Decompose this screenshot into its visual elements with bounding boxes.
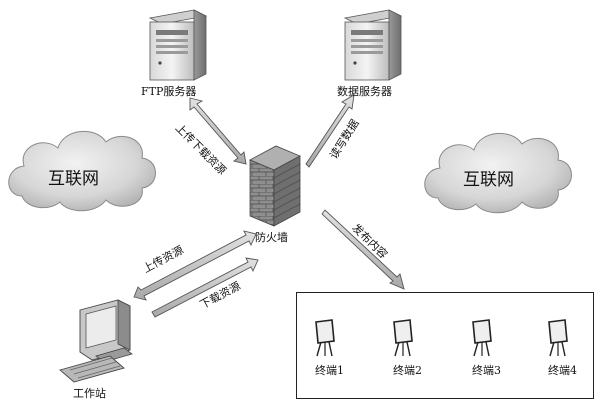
terminals-group-box <box>296 292 594 399</box>
terminal-label: 终端1 <box>315 364 344 377</box>
terminal-label: 终端2 <box>393 364 422 377</box>
data-server-icon <box>343 9 403 81</box>
terminal-icon <box>472 319 492 357</box>
arrow-workstation-download <box>151 257 259 318</box>
workstation-label: 工作站 <box>73 387 106 400</box>
internet-left-label: 互联网 <box>48 169 99 189</box>
firewall-label: 防火墙 <box>255 231 288 244</box>
terminal-icon <box>393 319 413 357</box>
workstation-icon <box>59 299 133 383</box>
terminal-label: 终端4 <box>548 364 577 377</box>
terminal-icon <box>548 319 568 357</box>
ftp-server-label: FTP服务器 <box>141 85 197 98</box>
terminal-icon <box>315 319 335 357</box>
arrow-firewall-terminals <box>321 209 405 290</box>
internet-right-label: 互联网 <box>463 170 514 190</box>
arrow-data-firewall <box>305 94 355 168</box>
internet-cloud-left-icon <box>8 130 156 212</box>
terminal-label: 终端3 <box>472 364 501 377</box>
data-server-label: 数据服务器 <box>337 85 392 98</box>
arrow-workstation-upload <box>133 230 257 301</box>
ftp-server-icon <box>148 9 208 81</box>
arrow-ftp-firewall <box>189 97 247 165</box>
firewall-icon <box>249 145 301 227</box>
internet-cloud-right-icon <box>424 132 572 214</box>
